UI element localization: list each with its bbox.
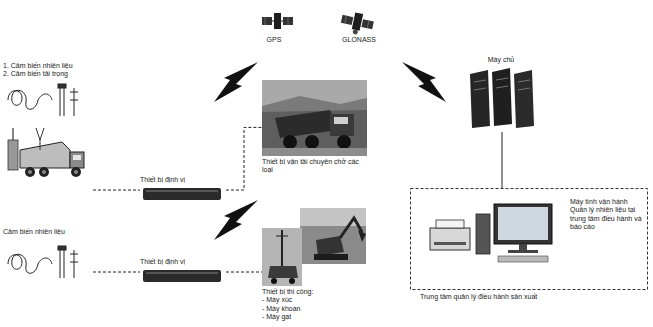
computer-icon [476, 204, 552, 262]
sensor-icons [8, 246, 78, 278]
wireless-bolt [214, 62, 258, 102]
satellite-node: GLONASS [330, 6, 390, 52]
sensor-icons [8, 84, 78, 116]
locator-device: Thiết bị định vị [140, 258, 226, 286]
server-icons [470, 68, 534, 128]
satellite-node: GPS [254, 6, 296, 52]
node-text: Thiết bị thi công: [262, 288, 366, 296]
node-text: Trung tâm quản lý điều hành sản xuất [420, 293, 646, 301]
node-text: Máy chủ [464, 56, 538, 64]
node-text: Thiết bị định vị [140, 176, 224, 184]
connector-line [93, 272, 140, 273]
connector-line [93, 190, 140, 191]
node-text: Cảm biến nhiên liệu [3, 228, 91, 236]
node-text: 2. Cảm biến tải trọng [3, 70, 91, 78]
node-text: GLONASS [330, 36, 388, 44]
server-node: Máy chủ [464, 56, 540, 132]
sensor-group: Cảm biến nhiên liệu [3, 228, 93, 286]
node-text: 1. Cảm biến nhiên liệu [3, 62, 91, 70]
node-text: GPS [254, 36, 294, 44]
satellite-icon [262, 13, 293, 29]
connector-line [226, 127, 262, 190]
control-center-outline [411, 189, 648, 290]
control-center: Trung tâm quản lý điều hành sản xuất Máy … [410, 188, 648, 301]
node-text: Thiết bị vận tải chuyên chở các loại [262, 158, 366, 175]
node-text: - Máy gạt [262, 313, 366, 321]
printer-icon [430, 220, 470, 250]
equipment-photo: Thiết bị vận tải chuyên chở các loại [262, 80, 368, 175]
truck-figure [8, 128, 84, 177]
construction-photo [262, 208, 366, 286]
equipment-photo: Thiết bị thi công:- Máy xúc- Máy khoan- … [262, 208, 368, 322]
node-text: Thiết bị định vị [140, 258, 224, 266]
node-text: - Máy khoan [262, 305, 366, 313]
node-text: - Máy xúc [262, 296, 366, 304]
satellite-icon [339, 10, 375, 38]
sensor-group: 1. Cảm biến nhiên liệu2. Cảm biến tải tr… [3, 62, 93, 205]
wireless-bolt [402, 62, 446, 102]
locator-device: Thiết bị định vị [140, 176, 226, 204]
locator-device-box [143, 188, 221, 200]
connector-line [226, 272, 262, 273]
node-text: Máy tính vận hành Quản lý nhiên liệu tại… [570, 198, 642, 232]
connector-line [502, 132, 503, 188]
truck-photo [262, 80, 367, 156]
wireless-bolt [214, 200, 258, 240]
locator-device-box [143, 270, 221, 282]
operator-computer: Máy tính vận hành Quản lý nhiên liệu tại… [484, 198, 644, 232]
